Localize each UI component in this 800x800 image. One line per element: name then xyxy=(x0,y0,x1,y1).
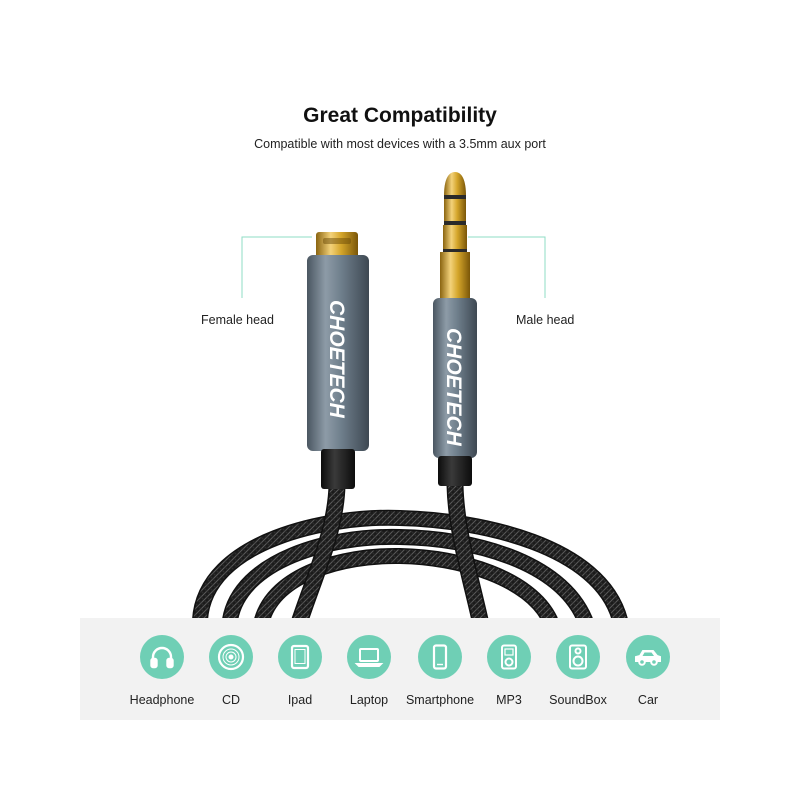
device-label: Headphone xyxy=(129,693,195,707)
female-brand-text: CHOETECH xyxy=(325,300,348,419)
female-callout-line xyxy=(241,236,312,298)
smartphone-icon xyxy=(418,635,462,679)
device-label: CD xyxy=(221,693,241,707)
headphone-icon xyxy=(140,635,184,679)
device-label: MP3 xyxy=(496,693,522,707)
male-head-label: Male head xyxy=(516,313,575,327)
device-laptop: Laptop xyxy=(329,635,409,707)
tablet-icon xyxy=(278,635,322,679)
device-label: Car xyxy=(637,693,659,707)
device-cd: CD xyxy=(191,635,271,707)
device-headphone: Headphone xyxy=(122,635,202,707)
page-subtitle: Compatible with most devices with a 3.5m… xyxy=(254,137,546,151)
device-label: Smartphone xyxy=(405,693,475,707)
device-label: Ipad xyxy=(287,693,313,707)
mp3-player-icon xyxy=(487,635,531,679)
female-connector: CHOETECH xyxy=(307,232,369,489)
device-soundbox: SoundBox xyxy=(538,635,618,707)
laptop-icon xyxy=(347,635,391,679)
device-smartphone: Smartphone xyxy=(400,635,480,707)
device-mp3: MP3 xyxy=(469,635,549,707)
device-label: SoundBox xyxy=(549,693,607,707)
cd-icon xyxy=(209,635,253,679)
male-brand-text: CHOETECH xyxy=(442,328,465,447)
car-icon xyxy=(626,635,670,679)
cable-illustration: CHOETECH CHOETECH xyxy=(192,172,628,620)
device-car: Car xyxy=(608,635,688,707)
device-compatibility-bar: Headphone CD Ipad Lapto xyxy=(80,618,720,720)
device-ipad: Ipad xyxy=(260,635,340,707)
male-callout-line xyxy=(468,236,546,298)
braided-cable xyxy=(192,476,628,620)
speaker-icon xyxy=(556,635,600,679)
page-title: Great Compatibility xyxy=(303,104,497,127)
female-head-label: Female head xyxy=(201,313,274,327)
device-label: Laptop xyxy=(349,693,389,707)
male-connector: CHOETECH xyxy=(433,172,477,486)
